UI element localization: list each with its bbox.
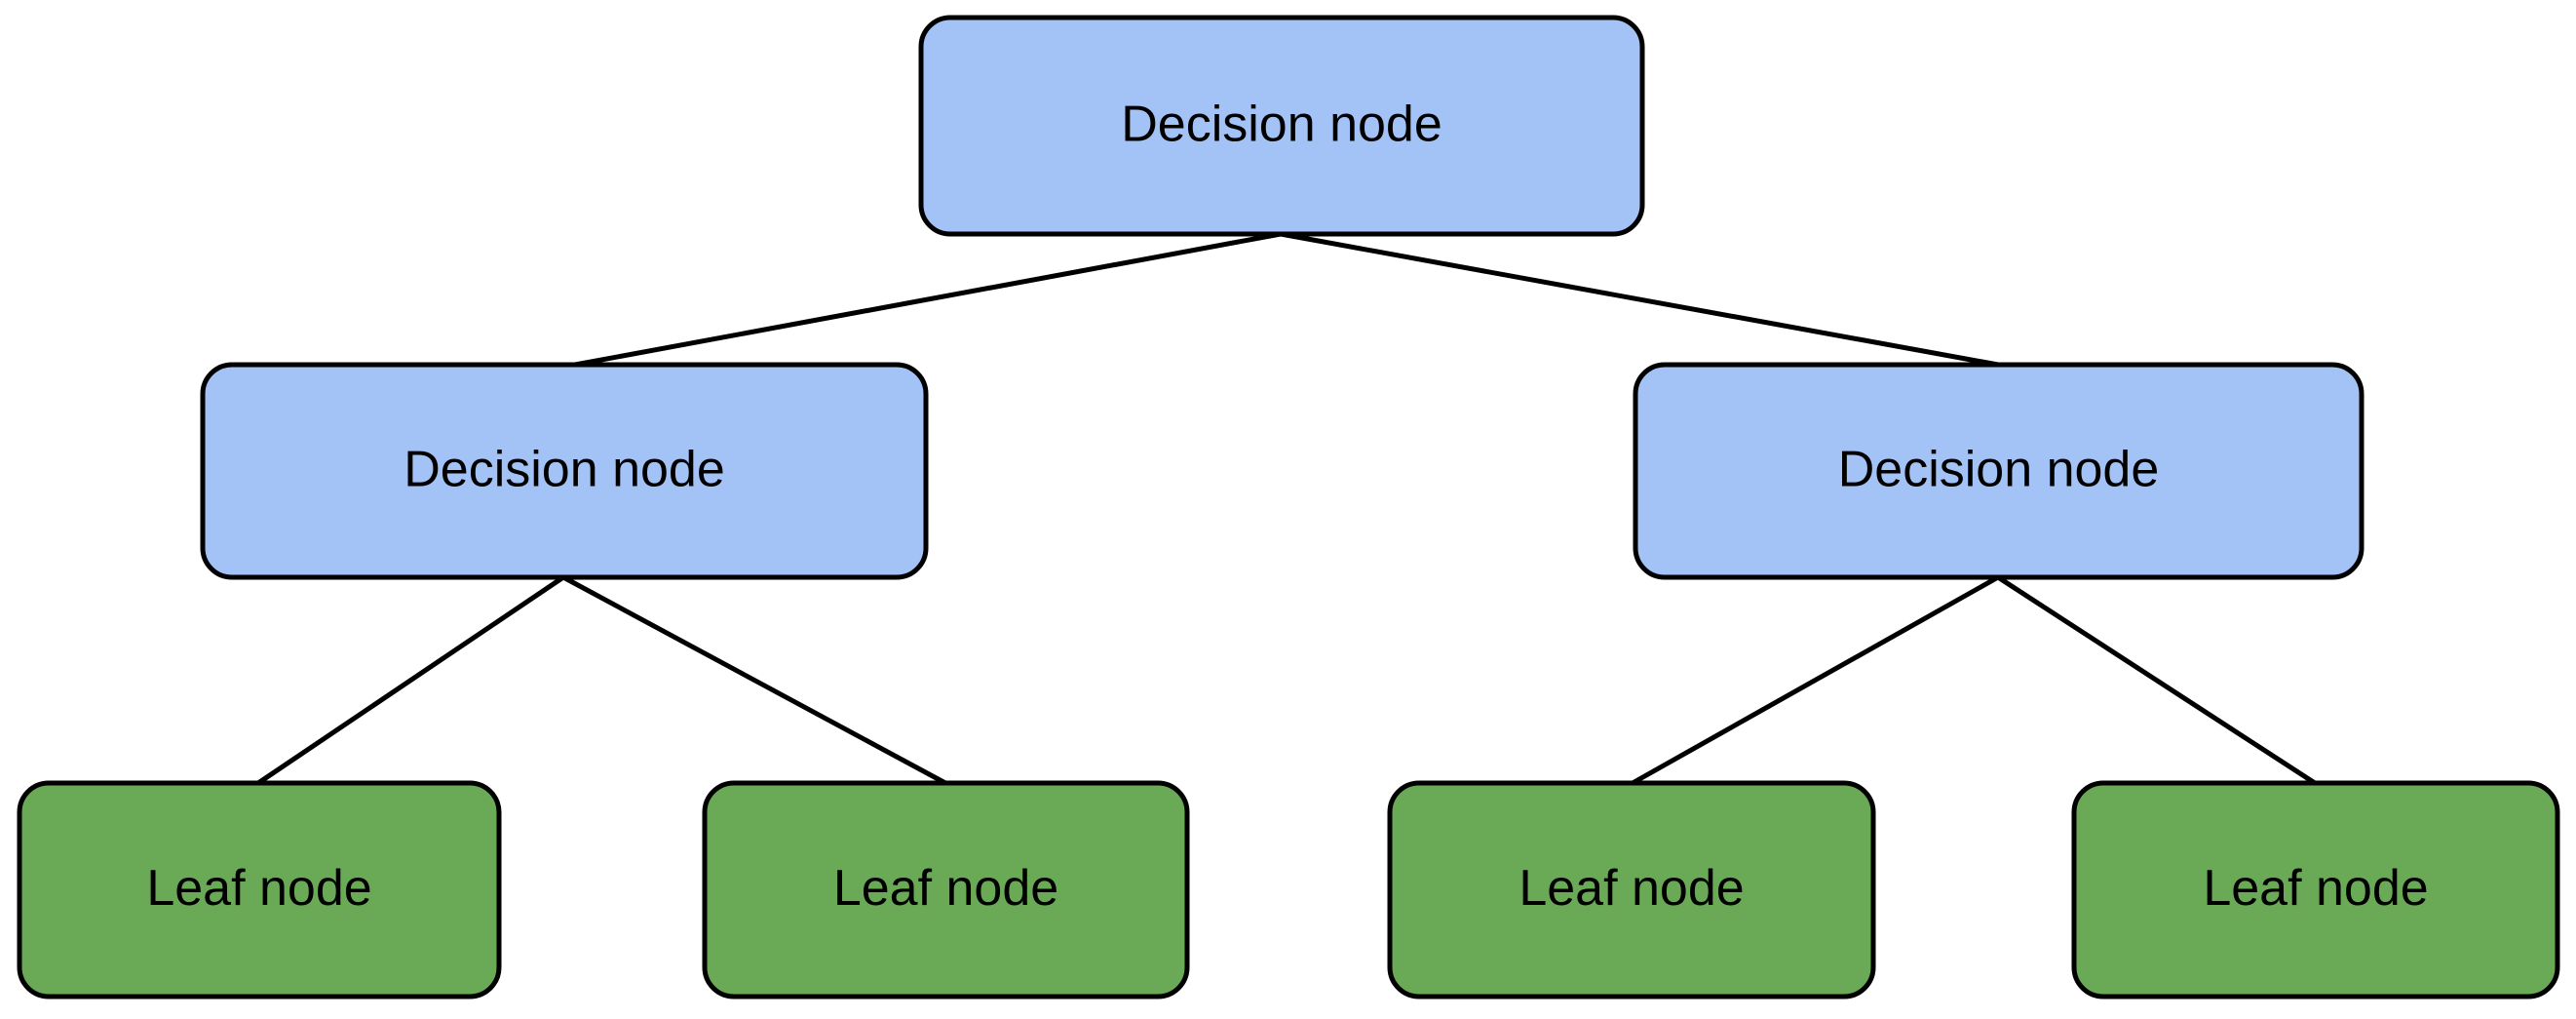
node-leaf-3[interactable]: Leaf node xyxy=(1387,780,1876,999)
node-decision-right[interactable]: Decision node xyxy=(1633,362,2365,580)
node-decision-right-label: Decision node xyxy=(1838,442,2160,498)
edge-left-leaf1 xyxy=(256,574,565,786)
node-leaf-3-label: Leaf node xyxy=(1519,860,1744,917)
edge-right-leaf3 xyxy=(1631,574,2000,786)
node-leaf-2[interactable]: Leaf node xyxy=(702,780,1190,999)
node-leaf-2-label: Leaf node xyxy=(833,860,1058,917)
node-decision-left-label: Decision node xyxy=(404,442,725,498)
node-root-shape[interactable] xyxy=(918,15,1645,237)
node-decision-left[interactable]: Decision node xyxy=(200,362,929,580)
node-leaf-4[interactable]: Leaf node xyxy=(2071,780,2560,999)
node-leaf-3-shape[interactable] xyxy=(1387,780,1876,999)
node-leaf-1[interactable]: Leaf node xyxy=(17,780,502,999)
node-leaf-4-shape[interactable] xyxy=(2071,780,2560,999)
node-leaf-4-label: Leaf node xyxy=(2203,860,2428,917)
edge-right-leaf4 xyxy=(1996,574,2317,786)
edge-left-leaf2 xyxy=(561,574,947,786)
node-root[interactable]: Decision node xyxy=(918,15,1645,237)
node-leaf-1-label: Leaf node xyxy=(146,860,371,917)
node-decision-right-shape[interactable] xyxy=(1633,362,2365,580)
node-leaf-2-shape[interactable] xyxy=(702,780,1190,999)
edge-root-right xyxy=(1280,231,1999,368)
edge-root-left xyxy=(574,231,1282,368)
node-decision-left-shape[interactable] xyxy=(200,362,929,580)
node-root-label: Decision node xyxy=(1121,97,1442,153)
node-leaf-1-shape[interactable] xyxy=(17,780,502,999)
edges-layer xyxy=(256,231,2317,786)
